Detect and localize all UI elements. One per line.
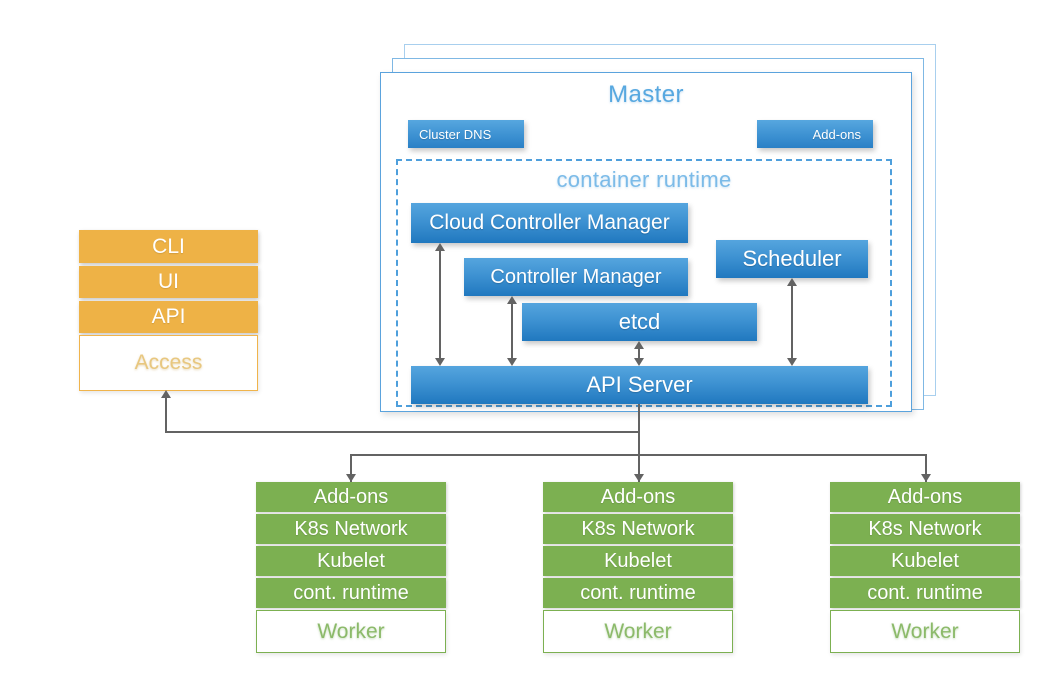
arrow-etcd-apiserver-line (638, 346, 640, 362)
worker-3-row-runtime[interactable]: cont. runtime (830, 578, 1020, 608)
apiserver-trunk-head-worker-2 (634, 474, 644, 482)
scheduler-box[interactable]: Scheduler (716, 240, 868, 278)
worker-3-row-kubelet[interactable]: Kubelet (830, 546, 1020, 576)
access-row-api[interactable]: API (79, 301, 258, 333)
container-runtime-boundary (396, 159, 892, 407)
cluster-dns-box[interactable]: Cluster DNS (408, 120, 524, 148)
worker-3-branch-line (925, 454, 927, 482)
arrow-cm-apiserver-head-up (507, 296, 517, 304)
worker-1-row-network[interactable]: K8s Network (256, 514, 446, 544)
worker-node-1[interactable]: Add-ons K8s Network Kubelet cont. runtim… (256, 482, 446, 653)
worker-bus-horizontal (350, 454, 926, 456)
apiserver-to-access-horizontal (165, 431, 639, 433)
arrow-scheduler-apiserver-head-up (787, 278, 797, 286)
worker-1-label: Worker (256, 610, 446, 653)
arrow-etcd-apiserver-head-down (634, 358, 644, 366)
worker-node-2[interactable]: Add-ons K8s Network Kubelet cont. runtim… (543, 482, 733, 653)
apiserver-to-access-head (161, 390, 171, 398)
worker-1-branch-line (350, 454, 352, 482)
arrow-etcd-apiserver-head-up (634, 341, 644, 349)
worker-1-branch-head (346, 474, 356, 482)
arrow-cm-apiserver-line (511, 301, 513, 362)
arrow-scheduler-apiserver-head-down (787, 358, 797, 366)
arrow-ccm-apiserver-head-up (435, 243, 445, 251)
worker-1-row-kubelet[interactable]: Kubelet (256, 546, 446, 576)
access-row-cli[interactable]: CLI (79, 230, 258, 263)
worker-node-3[interactable]: Add-ons K8s Network Kubelet cont. runtim… (830, 482, 1020, 653)
apiserver-trunk-line (638, 404, 640, 482)
arrow-ccm-apiserver-line (439, 248, 441, 362)
master-title: Master (608, 81, 684, 108)
master-addons-box[interactable]: Add-ons (757, 120, 873, 148)
worker-2-row-kubelet[interactable]: Kubelet (543, 546, 733, 576)
arrow-scheduler-apiserver-line (791, 283, 793, 362)
api-server-box[interactable]: API Server (411, 366, 868, 404)
worker-2-label: Worker (543, 610, 733, 653)
worker-3-label: Worker (830, 610, 1020, 653)
worker-3-row-network[interactable]: K8s Network (830, 514, 1020, 544)
worker-2-row-network[interactable]: K8s Network (543, 514, 733, 544)
worker-3-branch-head (921, 474, 931, 482)
worker-3-row-addons[interactable]: Add-ons (830, 482, 1020, 512)
cloud-controller-manager-box[interactable]: Cloud Controller Manager (411, 203, 688, 243)
access-row-ui[interactable]: UI (79, 266, 258, 298)
container-runtime-label: container runtime (556, 167, 732, 192)
worker-2-row-runtime[interactable]: cont. runtime (543, 578, 733, 608)
access-group-label: Access (79, 335, 258, 391)
worker-1-row-addons[interactable]: Add-ons (256, 482, 446, 512)
worker-1-row-runtime[interactable]: cont. runtime (256, 578, 446, 608)
arrow-ccm-apiserver-head-down (435, 358, 445, 366)
arrow-cm-apiserver-head-down (507, 358, 517, 366)
worker-2-row-addons[interactable]: Add-ons (543, 482, 733, 512)
apiserver-to-access-vertical (165, 398, 167, 432)
etcd-box[interactable]: etcd (522, 303, 757, 341)
controller-manager-box[interactable]: Controller Manager (464, 258, 688, 296)
